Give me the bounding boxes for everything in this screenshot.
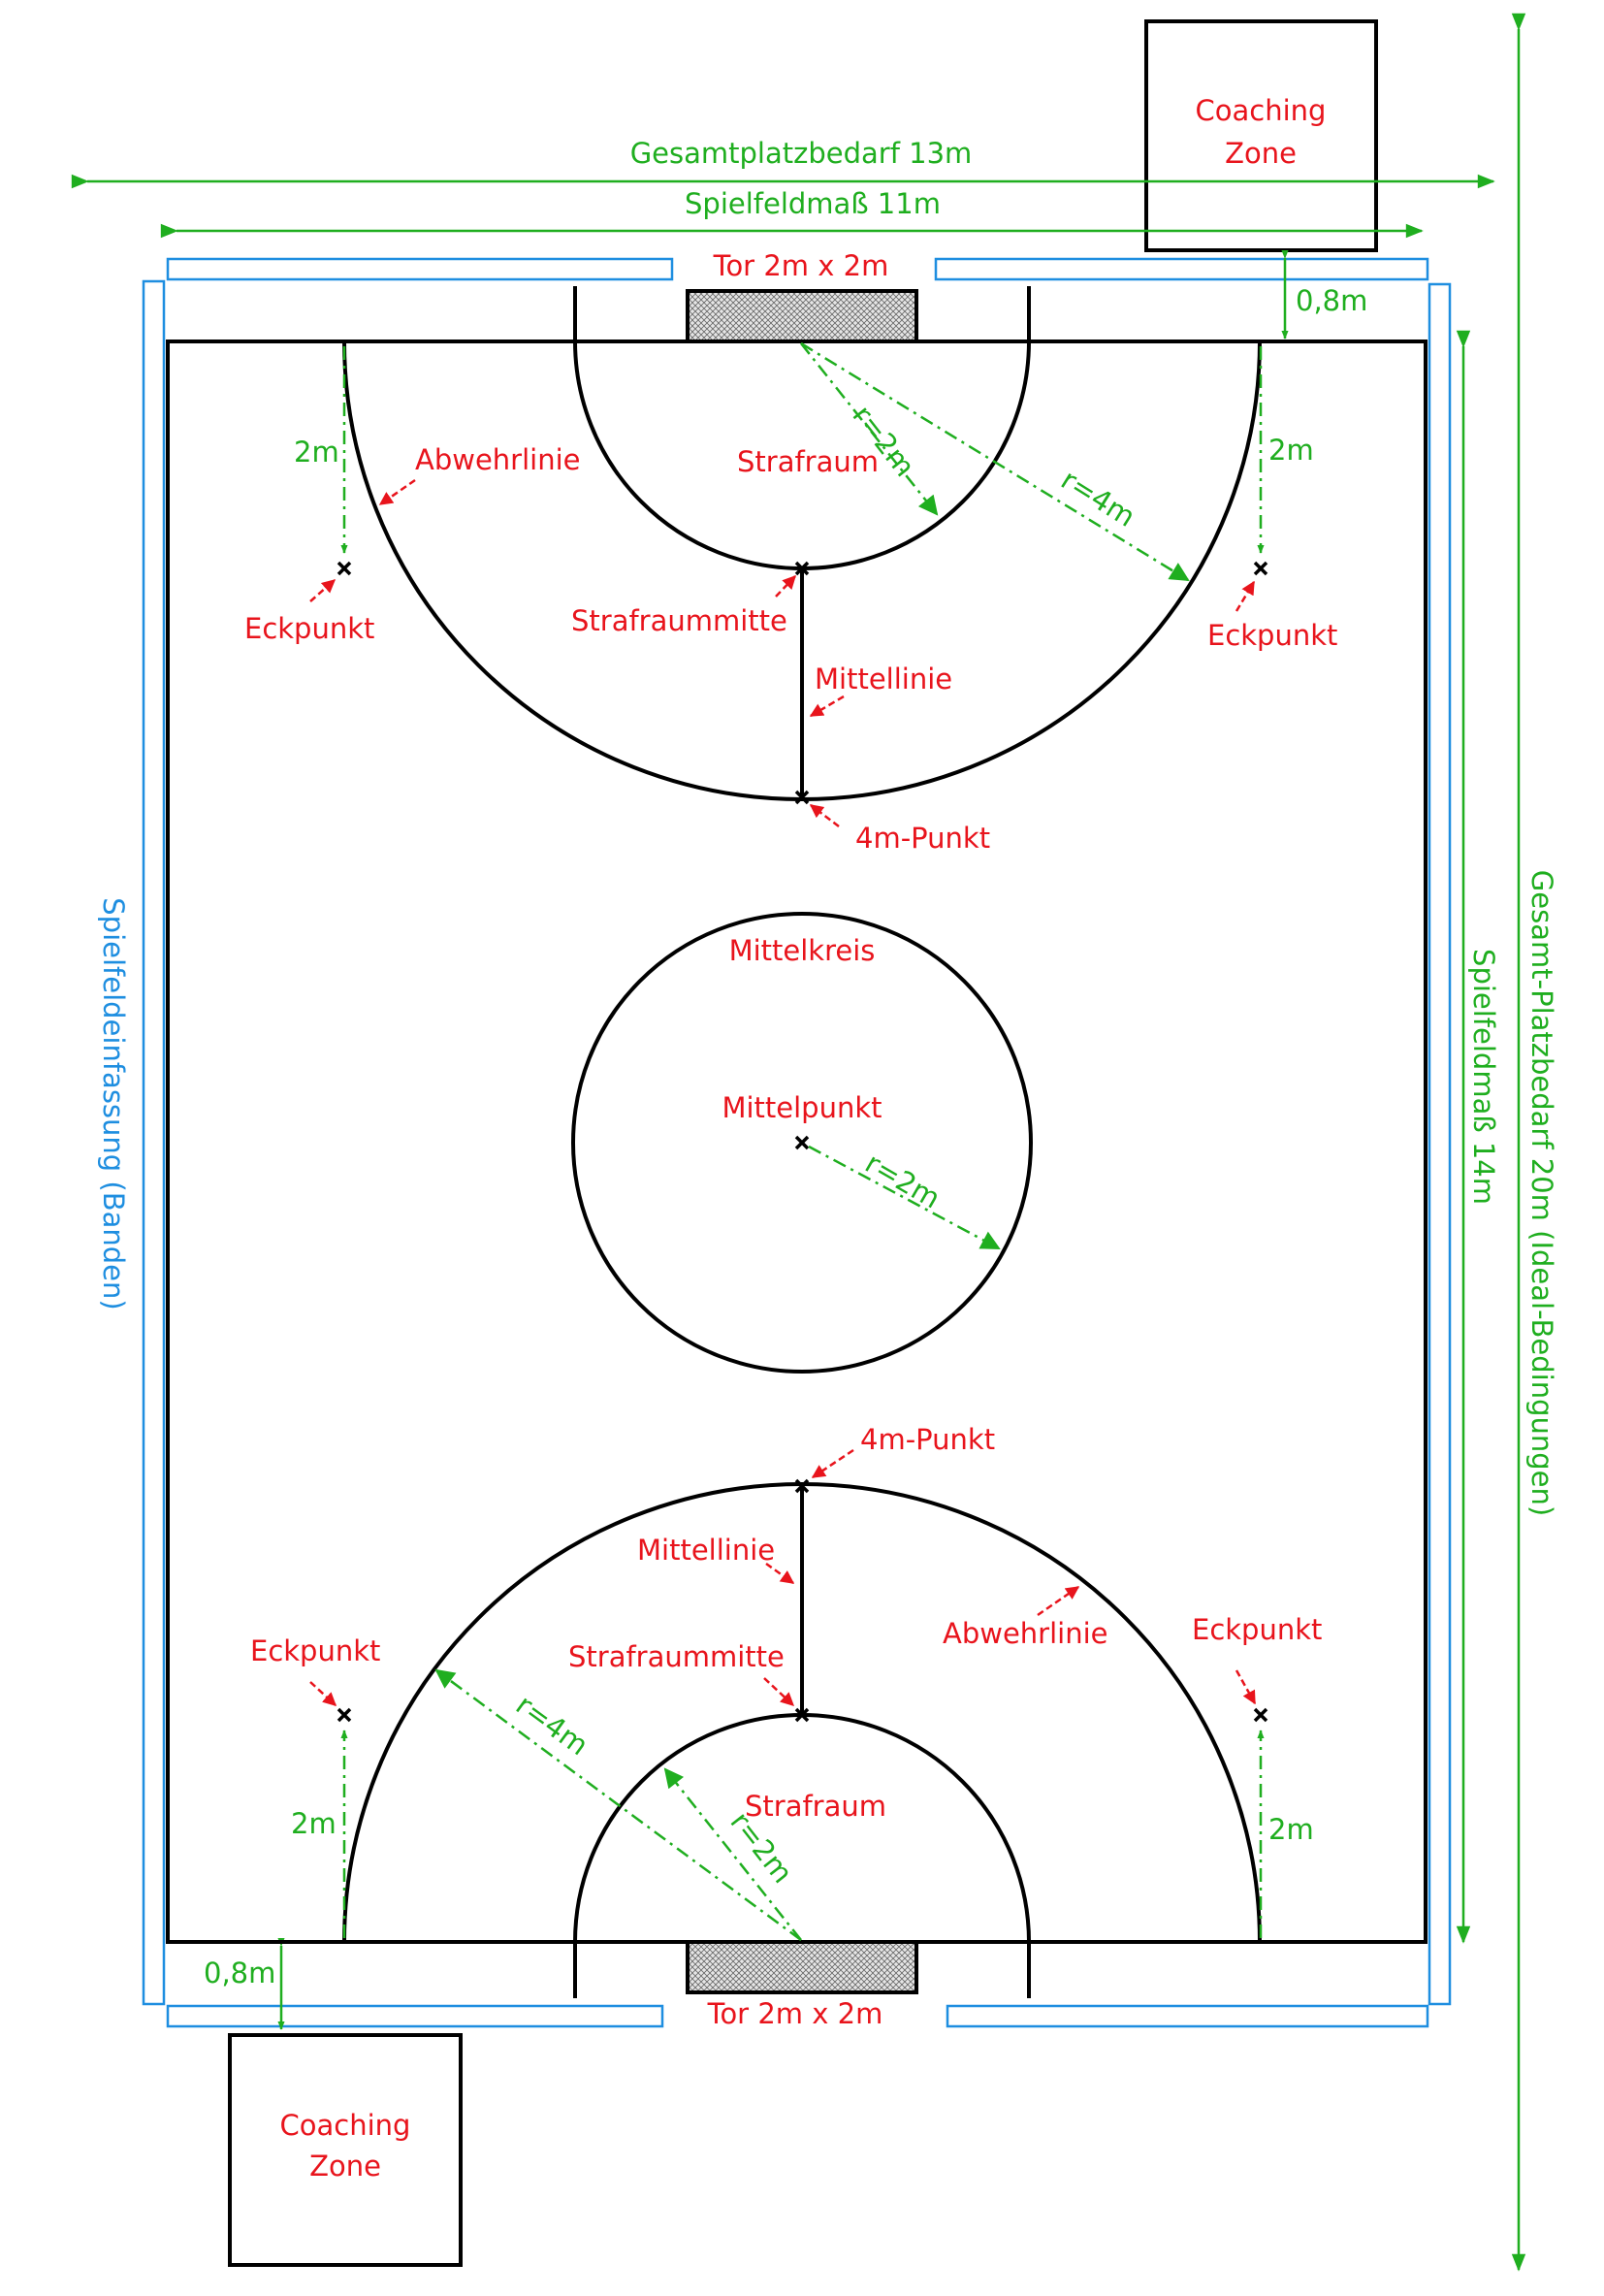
top-radius-small-line — [800, 342, 939, 516]
bottom-corner-point-left-mark — [337, 1707, 352, 1723]
bottom-radius-small-line — [663, 1767, 802, 1941]
bottom-middle-line-pointer — [765, 1562, 795, 1585]
top-middle-line-label: Mittellinie — [815, 663, 952, 695]
top-defense-line-label: Abwehrlinie — [415, 443, 581, 476]
bottom-penalty-center-pointer — [763, 1677, 795, 1706]
board-top-left — [166, 257, 674, 281]
field-length-label: Spielfeldmaß 14m — [1467, 949, 1500, 1205]
top-dimension-arrows — [340, 341, 1265, 582]
top-half-lines — [342, 286, 1262, 801]
bottom-corner-dist-right-label: 2m — [1268, 1813, 1314, 1846]
bottom-half-lines — [342, 1482, 1262, 1998]
bottom-defense-line-label: Abwehrlinie — [943, 1617, 1108, 1650]
margin-bottom-label: 0,8m — [204, 1956, 275, 1989]
top-corner-dist-right-label: 2m — [1268, 434, 1314, 467]
center-circle — [571, 912, 1033, 1374]
bottom-radius-large-label: r=4m — [510, 1688, 594, 1762]
coaching-zone-bottom-line2: Zone — [309, 2150, 381, 2183]
field-outline — [166, 340, 1428, 1944]
board-bottom-right — [946, 2004, 1429, 2028]
boards-label: Spielfeldeinfassung (Banden) — [97, 897, 130, 1310]
bottom-dimension-arrows — [340, 1668, 1265, 1942]
bottom-radius-large-line — [434, 1668, 802, 1942]
top-4m-point-label: 4m-Punkt — [855, 822, 990, 855]
bottom-corner-point-right-mark — [1253, 1707, 1268, 1723]
top-4m-point-mark — [794, 790, 810, 805]
coaching-zone-top-line2: Zone — [1225, 137, 1297, 170]
coaching-zone-bottom — [228, 2033, 463, 2267]
center-radius-label: r=2m — [860, 1147, 946, 1215]
top-corner-point-right-label: Eckpunkt — [1207, 619, 1337, 652]
top-corner-left-pointer — [309, 579, 337, 602]
top-defense-line-pointer — [378, 478, 416, 506]
bottom-corner-point-left-label: Eckpunkt — [250, 1634, 380, 1667]
top-corner-right-pointer — [1235, 580, 1256, 612]
bottom-points — [337, 1478, 1268, 1723]
board-bottom-left — [166, 2004, 664, 2028]
top-4m-point-pointer — [809, 804, 840, 827]
top-penalty-center-pointer — [775, 574, 796, 598]
top-penalty-center-mark — [794, 561, 810, 576]
goal-bottom-label: Tor 2m x 2m — [707, 1997, 883, 2030]
top-radius-large-label: r=4m — [1055, 463, 1140, 534]
bottom-corner-right-pointer — [1235, 1669, 1257, 1705]
bottom-penalty-area-label: Strafraum — [745, 1790, 886, 1823]
board-top-right — [934, 257, 1429, 281]
center-point-mark — [794, 1135, 810, 1150]
top-corner-dist-left-label: 2m — [294, 436, 339, 469]
top-middle-line-pointer — [809, 695, 845, 718]
bottom-4m-point-mark — [794, 1478, 810, 1494]
center-radius-line — [808, 1145, 1001, 1250]
bottom-corner-point-right-label: Eckpunkt — [1192, 1613, 1322, 1646]
top-radius-large-line — [800, 341, 1190, 582]
total-width-label: Gesamtplatzbedarf 13m — [630, 137, 973, 170]
goal-top — [686, 289, 918, 343]
bottom-penalty-center-label: Strafraummitte — [568, 1640, 785, 1673]
boards — [142, 257, 1452, 2028]
top-corner-point-left-label: Eckpunkt — [244, 612, 374, 645]
top-penalty-center-label: Strafraummitte — [571, 604, 787, 637]
top-points — [337, 561, 1268, 805]
field-width-label: Spielfeldmaß 11m — [685, 187, 941, 220]
bottom-corner-dist-left-label: 2m — [291, 1807, 337, 1840]
bottom-penalty-center-mark — [794, 1707, 810, 1723]
margin-top-label: 0,8m — [1296, 284, 1367, 317]
bottom-4m-point-pointer — [811, 1448, 854, 1479]
goal-top-label: Tor 2m x 2m — [713, 249, 889, 282]
goal-bottom — [686, 1940, 918, 1994]
bottom-corner-left-pointer — [309, 1681, 337, 1706]
bottom-pointers — [309, 1448, 1257, 1706]
board-left — [142, 279, 166, 2006]
coaching-zone-top — [1144, 19, 1378, 252]
top-pointers — [309, 478, 1256, 827]
total-length-label: Gesamt-Platzbedarf 20m (Ideal-Bedingunge… — [1525, 870, 1558, 1516]
board-right — [1428, 282, 1452, 2006]
top-corner-point-right-mark — [1253, 561, 1268, 576]
top-corner-point-left-mark — [337, 561, 352, 576]
dimension-lines — [71, 13, 1526, 2272]
bottom-4m-point-label: 4m-Punkt — [860, 1423, 995, 1456]
center-circle-label: Mittelkreis — [729, 934, 876, 967]
coaching-zone-top-line1: Coaching — [1196, 94, 1327, 127]
center-point-label: Mittelpunkt — [722, 1091, 882, 1124]
bottom-defense-line-pointer — [1037, 1585, 1080, 1617]
top-penalty-area-label: Strafraum — [737, 445, 879, 478]
coaching-zone-bottom-line1: Coaching — [280, 2109, 411, 2142]
bottom-middle-line-label: Mittellinie — [637, 1534, 775, 1567]
